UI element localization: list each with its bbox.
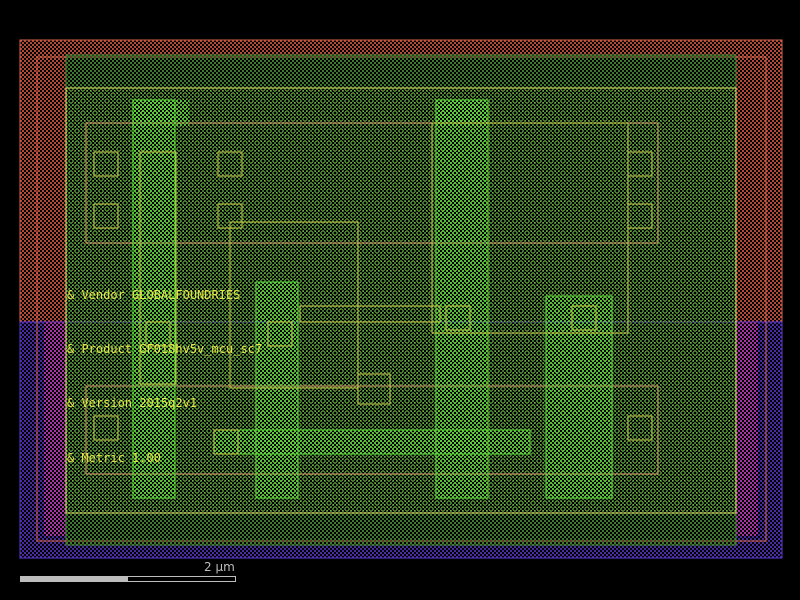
metal1-route-e xyxy=(139,151,177,385)
metric-label: & Metric 1.00 xyxy=(67,451,161,465)
contact xyxy=(93,415,119,441)
metal1-route-d xyxy=(357,373,391,405)
vendor-label: & Vendor GLOBALFOUNDRIES xyxy=(67,288,240,302)
contact xyxy=(93,203,119,229)
contact xyxy=(445,305,471,331)
pdiff-outline xyxy=(85,122,659,244)
scale-bar-fill xyxy=(20,577,128,582)
scale-bar-label: 2 µm xyxy=(204,560,235,574)
ndiff-outline xyxy=(85,385,659,475)
poly-gate-2 xyxy=(255,281,299,499)
poly-strip-low xyxy=(213,429,531,455)
contact xyxy=(145,321,171,347)
contact xyxy=(627,151,653,177)
version-label: & Version 2015q2v1 xyxy=(67,396,197,410)
metal1-route-b xyxy=(299,305,441,323)
poly-strip-top xyxy=(133,100,189,126)
contact xyxy=(267,321,293,347)
poly-gate-4 xyxy=(545,295,613,499)
contact xyxy=(217,151,243,177)
contact xyxy=(627,415,653,441)
contact xyxy=(213,429,239,455)
contact xyxy=(93,151,119,177)
implant-region-left xyxy=(44,322,66,536)
contact xyxy=(571,305,597,331)
metal1-route-a xyxy=(229,221,359,389)
contact xyxy=(627,203,653,229)
product-label: & Product GF018hv5v_mcu_sc7 xyxy=(67,342,262,356)
contact xyxy=(217,203,243,229)
implant-region-right xyxy=(736,322,758,536)
poly-strip-mid xyxy=(436,100,488,126)
